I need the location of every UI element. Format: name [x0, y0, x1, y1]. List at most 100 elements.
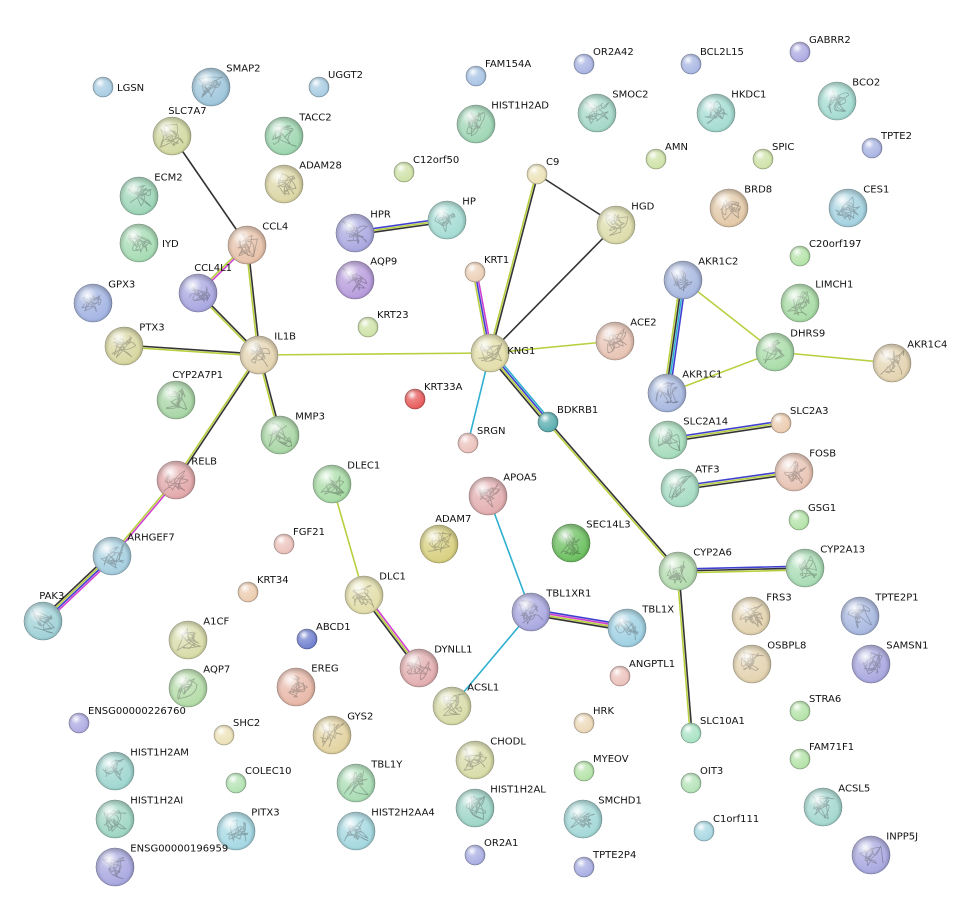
node-slc2a3[interactable]: SLC2A3: [770, 406, 828, 434]
node-a1cf[interactable]: A1CF: [168, 617, 229, 660]
node-c12orf50[interactable]: C12orf50: [393, 155, 459, 183]
node-spic[interactable]: SPIC: [752, 142, 794, 170]
node-osbpl8[interactable]: OSBPL8: [732, 641, 806, 684]
node-hist1h2ai[interactable]: HIST1H2AI: [95, 796, 183, 839]
node-slc7a7[interactable]: SLC7A7: [152, 106, 207, 156]
node-krt33a[interactable]: KRT33A: [404, 382, 463, 410]
node-ensg00000196959[interactable]: ENSG00000196959: [95, 844, 228, 887]
node-ensg00000226760[interactable]: ENSG00000226760: [68, 706, 186, 734]
node-c9[interactable]: C9: [526, 157, 559, 185]
node-stra6[interactable]: STRA6: [789, 694, 841, 722]
node-dlc1[interactable]: DLC1: [344, 572, 406, 615]
node-tbl1xr1[interactable]: TBL1XR1: [511, 589, 591, 632]
node-slc2a14[interactable]: SLC2A14: [648, 417, 728, 460]
node-krt23[interactable]: KRT23: [357, 310, 409, 338]
node-uggt2[interactable]: UGGT2: [308, 70, 363, 98]
node-acsl1[interactable]: ACSL1: [432, 683, 499, 726]
node-brd8[interactable]: BRD8: [709, 185, 772, 228]
node-tpte2p1[interactable]: TPTE2P1: [840, 593, 919, 636]
node-or2a1[interactable]: OR2A1: [464, 838, 518, 866]
node-ereg[interactable]: EREG: [276, 664, 339, 707]
node-shc2[interactable]: SHC2: [213, 718, 260, 746]
node-or2a42[interactable]: OR2A42: [573, 47, 634, 75]
node-tacc2[interactable]: TACC2: [264, 113, 332, 156]
node-inpp5j[interactable]: INPP5J: [851, 832, 918, 875]
node-atf3[interactable]: ATF3: [660, 465, 720, 508]
node-kng1[interactable]: KNG1: [470, 333, 535, 373]
node-myeov[interactable]: MYEOV: [573, 754, 629, 782]
node-mmp3[interactable]: MMP3: [260, 412, 325, 455]
node-hp[interactable]: HP: [427, 197, 476, 240]
node-limch1[interactable]: LIMCH1: [780, 280, 853, 323]
node-krt1[interactable]: KRT1: [464, 255, 509, 283]
node-oit3[interactable]: OIT3: [680, 766, 723, 794]
node-smoc2[interactable]: SMOC2: [577, 90, 649, 133]
node-akr1c1[interactable]: AKR1C1: [647, 370, 722, 413]
node-srgn[interactable]: SRGN: [457, 426, 506, 454]
node-pak3[interactable]: PAK3: [23, 591, 64, 641]
node-gys2[interactable]: GYS2: [312, 712, 373, 755]
node-dhrs9[interactable]: DHRS9: [755, 329, 825, 372]
node-dynll1[interactable]: DYNLL1: [399, 645, 473, 688]
node-cyp2a13[interactable]: CYP2A13: [785, 545, 865, 588]
node-acsl5[interactable]: ACSL5: [803, 784, 870, 827]
node-ces1[interactable]: CES1: [828, 185, 889, 228]
node-hist1h2am[interactable]: HIST1H2AM: [95, 748, 189, 791]
node-c20orf197[interactable]: C20orf197: [789, 239, 862, 267]
node-frs3[interactable]: FRS3: [731, 593, 792, 636]
node-akr1c4[interactable]: AKR1C4: [872, 340, 947, 383]
node-bcl2l15[interactable]: BCL2L15: [680, 47, 744, 75]
node-hkdc1[interactable]: HKDC1: [696, 90, 766, 133]
node-il1b[interactable]: IL1B: [239, 332, 296, 375]
node-krt34[interactable]: KRT34: [237, 575, 289, 603]
node-gsg1[interactable]: GSG1: [788, 503, 836, 531]
node-bdkrb1[interactable]: BDKRB1: [537, 405, 598, 433]
node-cyp2a6[interactable]: CYP2A6: [658, 548, 732, 591]
node-iyd[interactable]: IYD: [119, 223, 179, 263]
node-hpr[interactable]: HPR: [335, 210, 391, 253]
node-ace2[interactable]: ACE2: [595, 318, 657, 361]
node-ccl4l1[interactable]: CCL4L1: [178, 263, 232, 313]
node-akr1c2[interactable]: AKR1C2: [663, 257, 738, 300]
node-lgsn[interactable]: LGSN: [92, 76, 144, 98]
node-fam154a[interactable]: FAM154A: [465, 59, 531, 87]
node-adam7[interactable]: ADAM7: [419, 514, 471, 564]
node-samsn1[interactable]: SAMSN1: [851, 641, 929, 684]
node-ptx3[interactable]: PTX3: [104, 323, 165, 366]
node-tbl1x[interactable]: TBL1X: [607, 605, 674, 648]
node-angptl1[interactable]: ANGPTL1: [609, 659, 675, 687]
node-c1orf111[interactable]: C1orf111: [693, 814, 759, 842]
node-pitx3[interactable]: PITX3: [216, 808, 280, 851]
node-adam28[interactable]: ADAM28: [264, 161, 342, 204]
node-ccl4[interactable]: CCL4: [227, 222, 288, 265]
node-gabrr2[interactable]: GABRR2: [789, 35, 851, 63]
node-chodl[interactable]: CHODL: [455, 737, 526, 780]
node-fosb[interactable]: FOSB: [774, 449, 836, 492]
node-hgd[interactable]: HGD: [596, 202, 655, 245]
node-fam71f1[interactable]: FAM71F1: [789, 742, 854, 770]
node-slc10a1[interactable]: SLC10A1: [680, 716, 745, 744]
node-tpte2p4[interactable]: TPTE2P4: [573, 850, 636, 878]
node-aqp9[interactable]: AQP9: [335, 257, 397, 300]
node-hist2h2aa4[interactable]: HIST2H2AA4: [336, 808, 435, 851]
node-dlec1[interactable]: DLEC1: [312, 461, 380, 504]
node-ecm2[interactable]: ECM2: [119, 173, 183, 216]
node-smap2[interactable]: SMAP2: [191, 64, 261, 107]
node-fgf21[interactable]: FGF21: [273, 527, 325, 555]
node-colec10[interactable]: COLEC10: [225, 766, 291, 794]
node-hist1h2ad[interactable]: HIST1H2AD: [456, 101, 549, 144]
node-relb[interactable]: RELB: [156, 457, 217, 500]
node-aqp7[interactable]: AQP7: [168, 665, 230, 708]
node-hrk[interactable]: HRK: [573, 706, 614, 734]
node-tpte2[interactable]: TPTE2: [861, 131, 912, 159]
node-arhgef7[interactable]: ARHGEF7: [92, 533, 175, 576]
node-bco2[interactable]: BCO2: [817, 78, 880, 121]
node-amn[interactable]: AMN: [645, 142, 688, 170]
node-gpx3[interactable]: GPX3: [73, 280, 135, 323]
node-cyp2a7p1[interactable]: CYP2A7P1: [156, 370, 223, 420]
node-smchd1[interactable]: SMCHD1: [563, 796, 642, 839]
node-apoa5[interactable]: APOA5: [468, 473, 537, 516]
node-tbl1y[interactable]: TBL1Y: [336, 760, 403, 803]
node-abcd1[interactable]: ABCD1: [296, 622, 351, 650]
node-hist1h2al[interactable]: HIST1H2AL: [455, 785, 546, 828]
